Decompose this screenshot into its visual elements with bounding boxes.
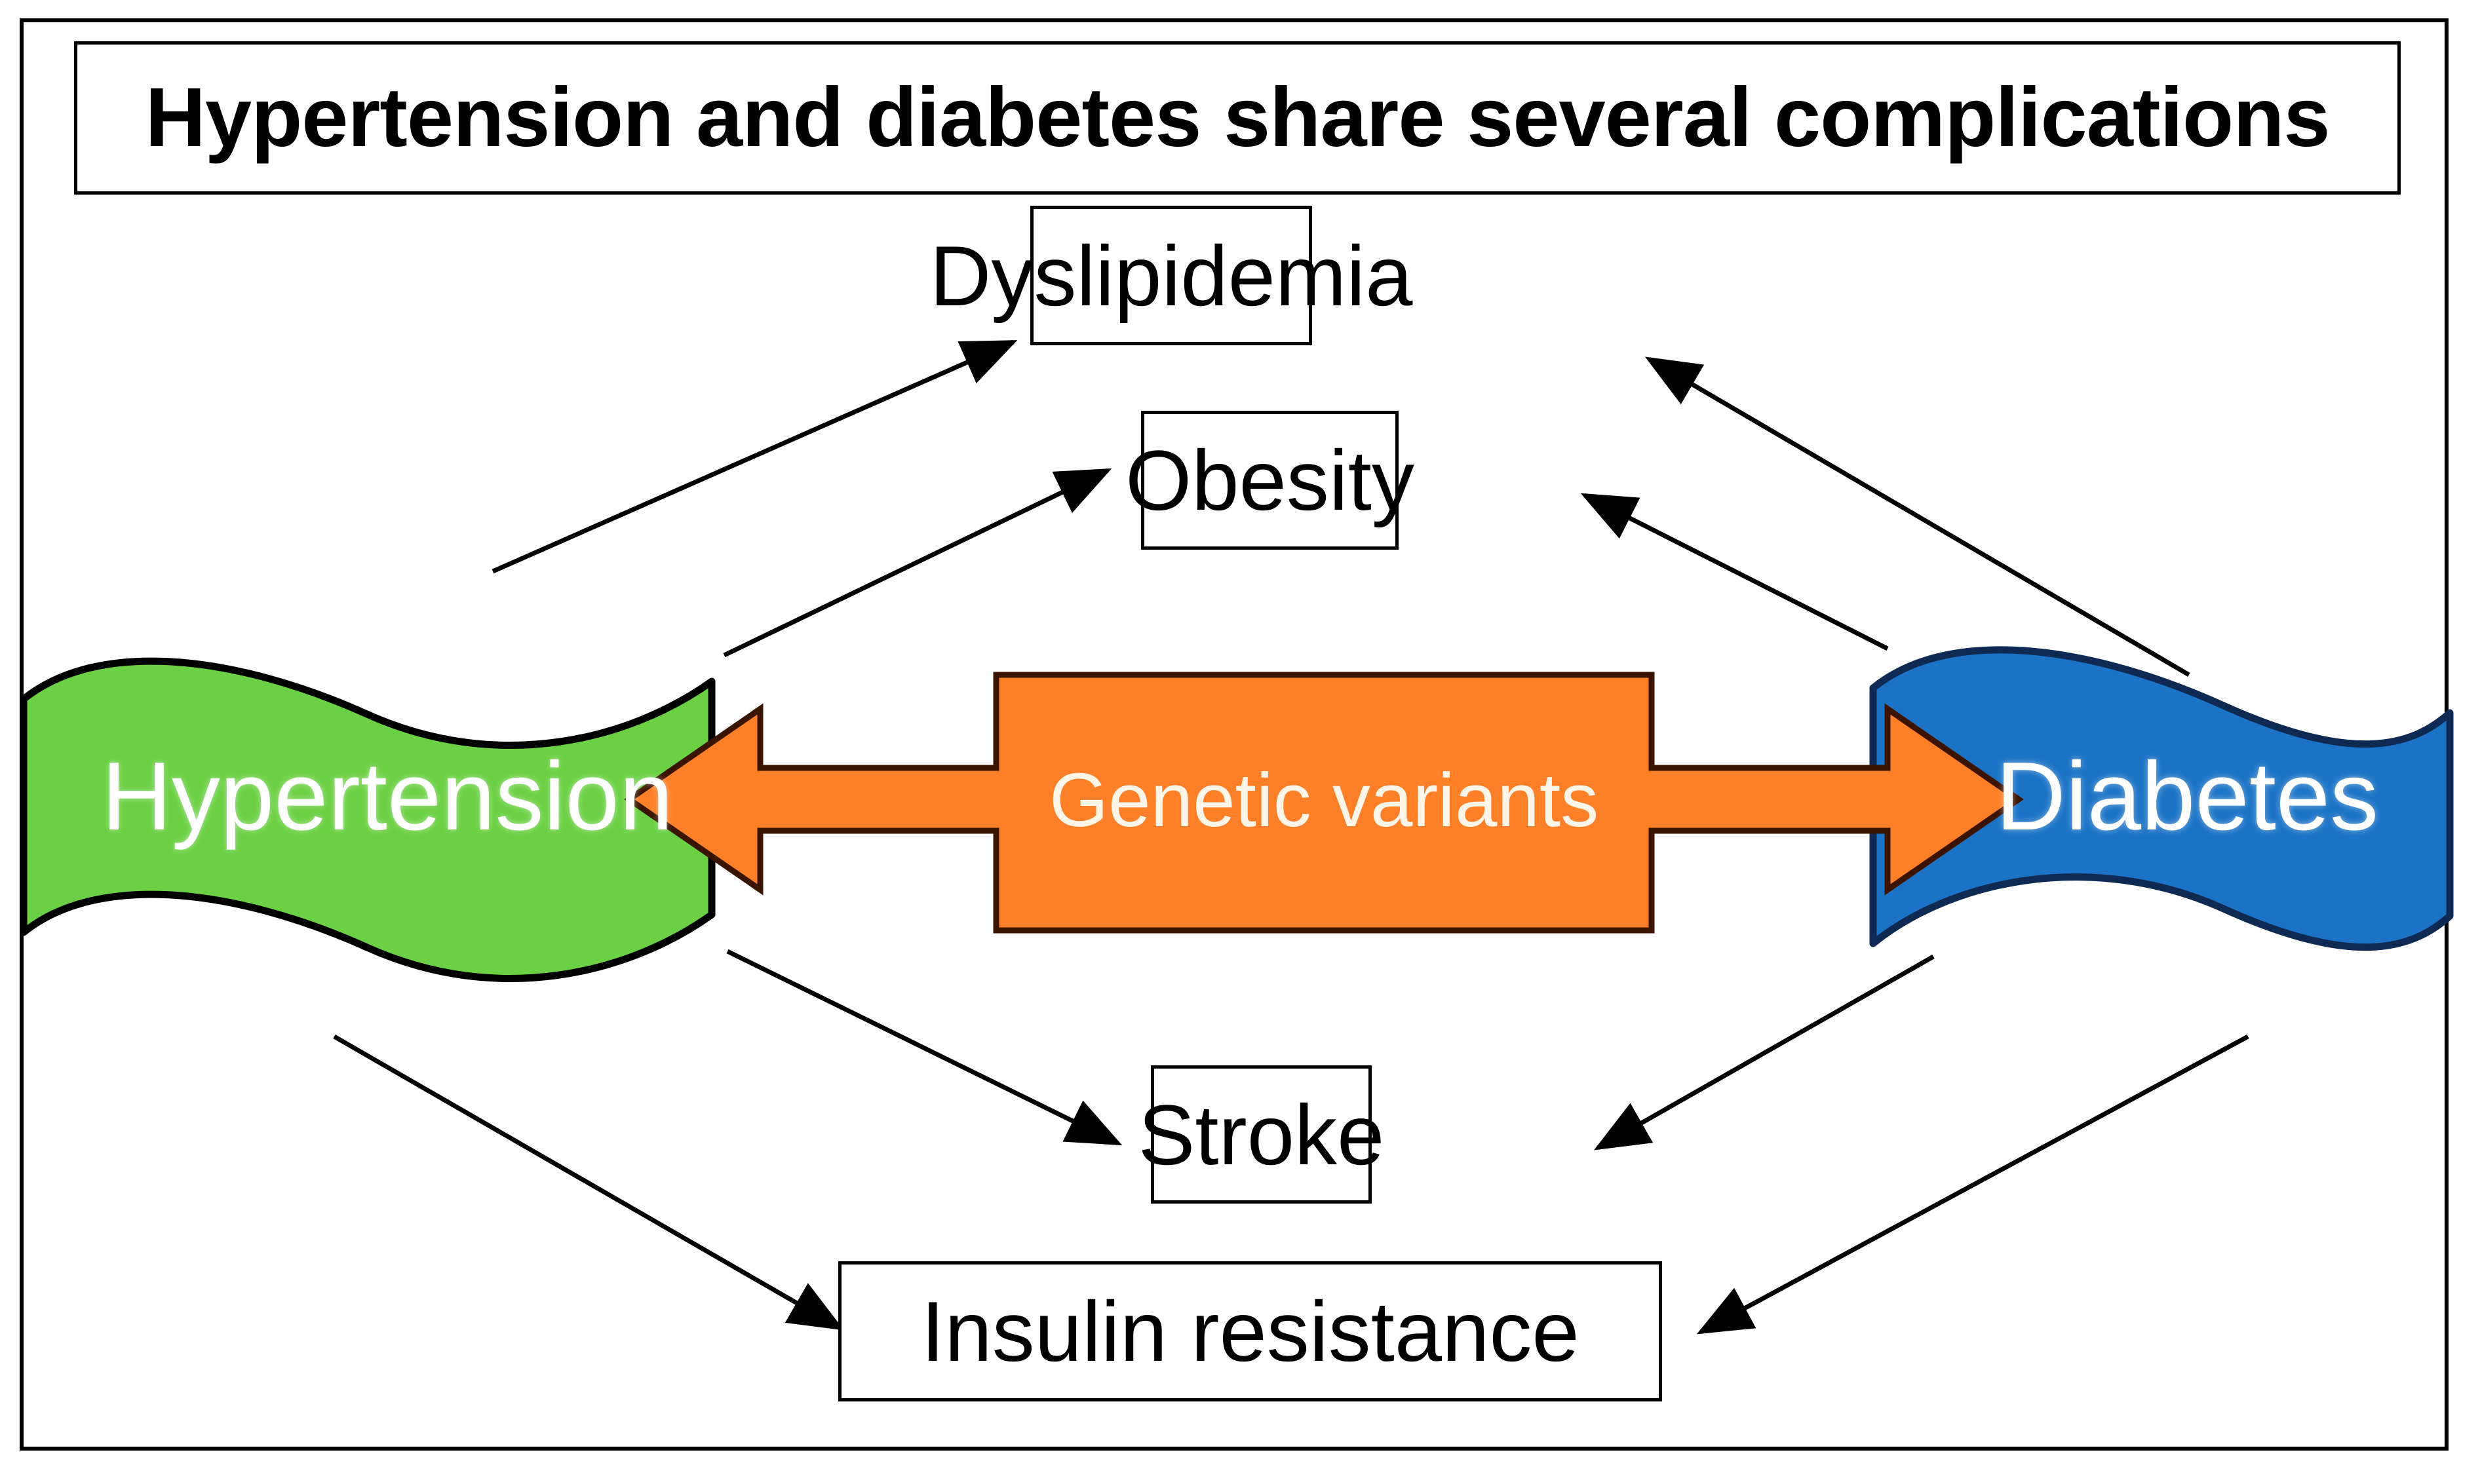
node-stroke[interactable]: Stroke bbox=[1138, 1065, 1384, 1204]
node-dyslipidemia[interactable]: Dyslipidemia bbox=[930, 206, 1412, 345]
node-diabetes-label[interactable]: Diabetes bbox=[1996, 742, 2379, 850]
node-genetic-variants-label[interactable]: Genetic variants bbox=[1049, 757, 1599, 843]
node-obesity[interactable]: Obesity bbox=[1125, 411, 1414, 550]
node-hypertension-label[interactable]: Hypertension bbox=[102, 742, 674, 850]
page-title: Hypertension and diabetes share several … bbox=[74, 41, 2401, 195]
node-insulin-resistance[interactable]: Insulin resistance bbox=[838, 1261, 1662, 1401]
